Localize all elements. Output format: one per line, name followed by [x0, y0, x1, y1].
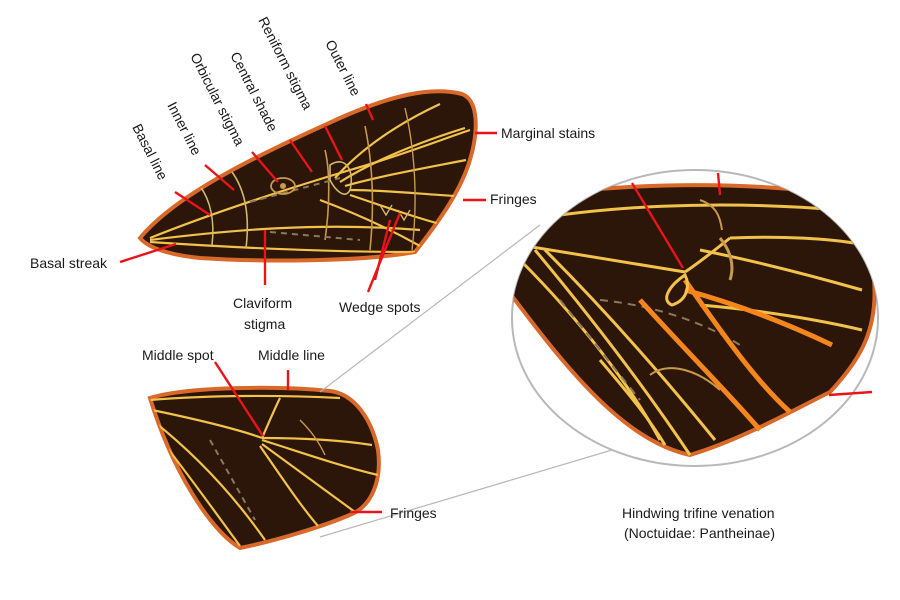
forewing-shape [137, 89, 478, 263]
label-outer-line: Outer line [322, 37, 364, 99]
label-middle-line: Middle line [258, 347, 325, 363]
label-fringes-forewing: Fringes [490, 191, 537, 207]
hindwing [147, 385, 381, 551]
caption-line-2: (Noctuidae: Pantheinae) [624, 525, 775, 541]
zoom-line-top [319, 224, 541, 393]
label-basal-streak: Basal streak [30, 255, 108, 271]
label-claviform-2: stigma [244, 316, 285, 332]
forewing [137, 89, 478, 263]
label-claviform-1: Claviform [233, 295, 292, 311]
label-basal-line: Basal line [129, 121, 171, 183]
hindwing-shape [147, 385, 381, 551]
pointer-lines [119, 103, 873, 514]
label-marginal-stains: Marginal stains [501, 125, 595, 141]
label-wedge-spots: Wedge spots [339, 299, 420, 315]
label-fringes-hindwing: Fringes [390, 505, 437, 521]
trifine-highlight-veins [638, 278, 834, 432]
label-middle-spot: Middle spot [142, 347, 214, 363]
zoom-line-bottom [319, 449, 613, 538]
caption-line-1: Hindwing trifine venation [622, 505, 775, 521]
magnifier [319, 169, 879, 538]
label-inner-line: Inner line [164, 99, 204, 158]
